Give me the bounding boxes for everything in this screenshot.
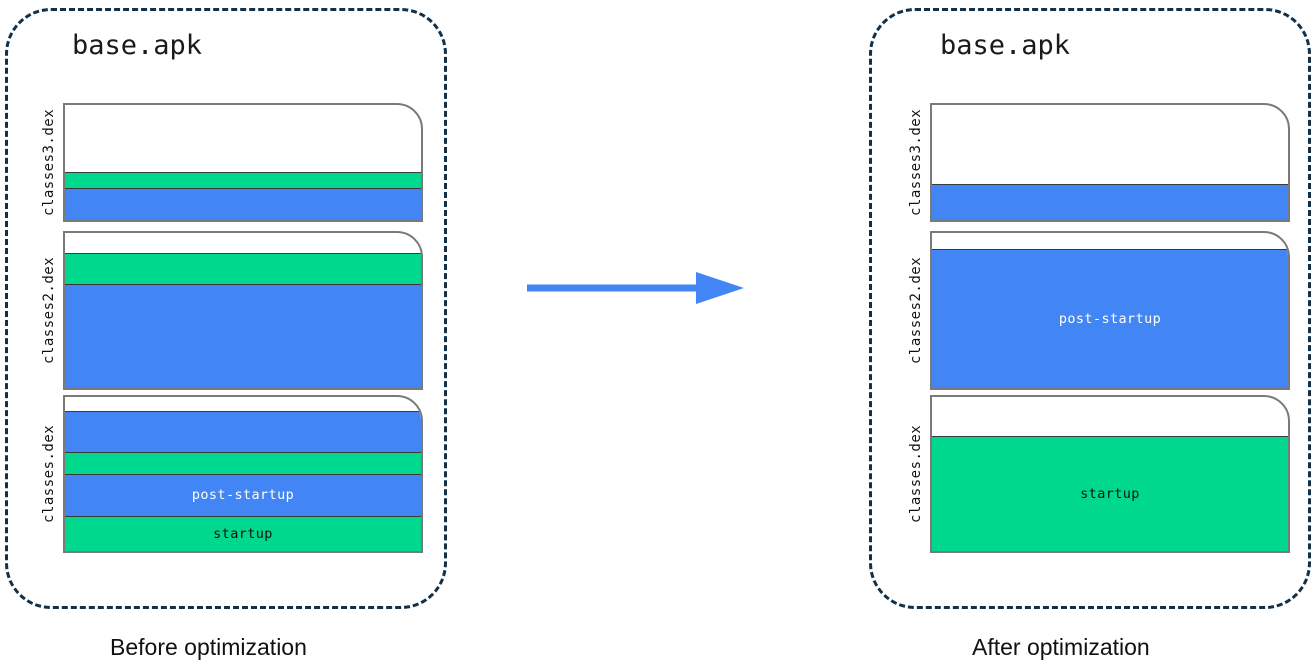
dex-segment-post-startup-labeled: post-startup: [932, 248, 1288, 388]
dex-segment-post-startup-labeled: post-startup: [65, 474, 421, 516]
dex-segments-before-classes2: [65, 233, 421, 388]
dex-segment-post-startup: [65, 410, 421, 453]
dex-segment-startup-labeled: startup: [932, 435, 1288, 551]
dex-card-before-classes3[interactable]: [63, 103, 423, 222]
dex-segment-post-startup: [932, 184, 1288, 220]
dex-segment-empty: [932, 233, 1288, 249]
caption-after-optimization: After optimization: [972, 634, 1150, 660]
dex-label-after-classes3: classes3.dex: [908, 108, 924, 217]
dex-segment-startup: [65, 253, 421, 285]
dex-row-after-classes2: classes2.dex post-startup: [905, 231, 1290, 390]
dex-segment-post-startup: [65, 187, 421, 220]
arrow-right-icon: [527, 272, 744, 304]
dex-row-before-classes3: classes3.dex: [38, 103, 423, 222]
dex-segment-startup: [65, 452, 421, 474]
dex-segment-empty: [65, 397, 421, 411]
dex-segments-before-classes: post-startup startup: [65, 397, 421, 551]
dex-card-after-classes2[interactable]: post-startup: [930, 231, 1290, 390]
dex-card-after-classes[interactable]: startup: [930, 395, 1290, 553]
dex-segment-startup-labeled: startup: [65, 515, 421, 551]
dex-label-before-classes2: classes2.dex: [41, 256, 57, 365]
apk-panel-after: [869, 8, 1311, 609]
transformation-arrow: [520, 266, 750, 310]
dex-row-before-classes2: classes2.dex: [38, 231, 423, 390]
dex-card-after-classes3[interactable]: [930, 103, 1290, 222]
dex-segment-empty: [932, 105, 1288, 184]
dex-label-after-classes2: classes2.dex: [908, 256, 924, 365]
caption-before-optimization: Before optimization: [110, 634, 307, 660]
dex-segments-after-classes2: post-startup: [932, 233, 1288, 388]
apk-title-before: base.apk: [72, 30, 203, 61]
dex-label-before-classes3: classes3.dex: [41, 108, 57, 217]
dex-segment-post-startup: [65, 284, 421, 388]
dex-label-after-classes: classes.dex: [908, 424, 924, 524]
dex-segment-empty: [65, 233, 421, 253]
dex-card-before-classes[interactable]: post-startup startup: [63, 395, 423, 553]
dex-segment-startup: [65, 171, 421, 188]
dex-segments-after-classes3: [932, 105, 1288, 220]
dex-segments-before-classes3: [65, 105, 421, 220]
dex-segment-empty: [65, 105, 421, 172]
dex-row-after-classes: classes.dex startup: [905, 395, 1290, 553]
dex-row-after-classes3: classes3.dex: [905, 103, 1290, 222]
dex-segment-empty: [932, 397, 1288, 436]
dex-row-before-classes: classes.dex post-startup startup: [38, 395, 423, 553]
dex-label-before-classes: classes.dex: [41, 424, 57, 524]
apk-title-after: base.apk: [940, 30, 1071, 61]
apk-panel-before: [5, 8, 447, 609]
dex-card-before-classes2[interactable]: [63, 231, 423, 390]
dex-segments-after-classes: startup: [932, 397, 1288, 551]
